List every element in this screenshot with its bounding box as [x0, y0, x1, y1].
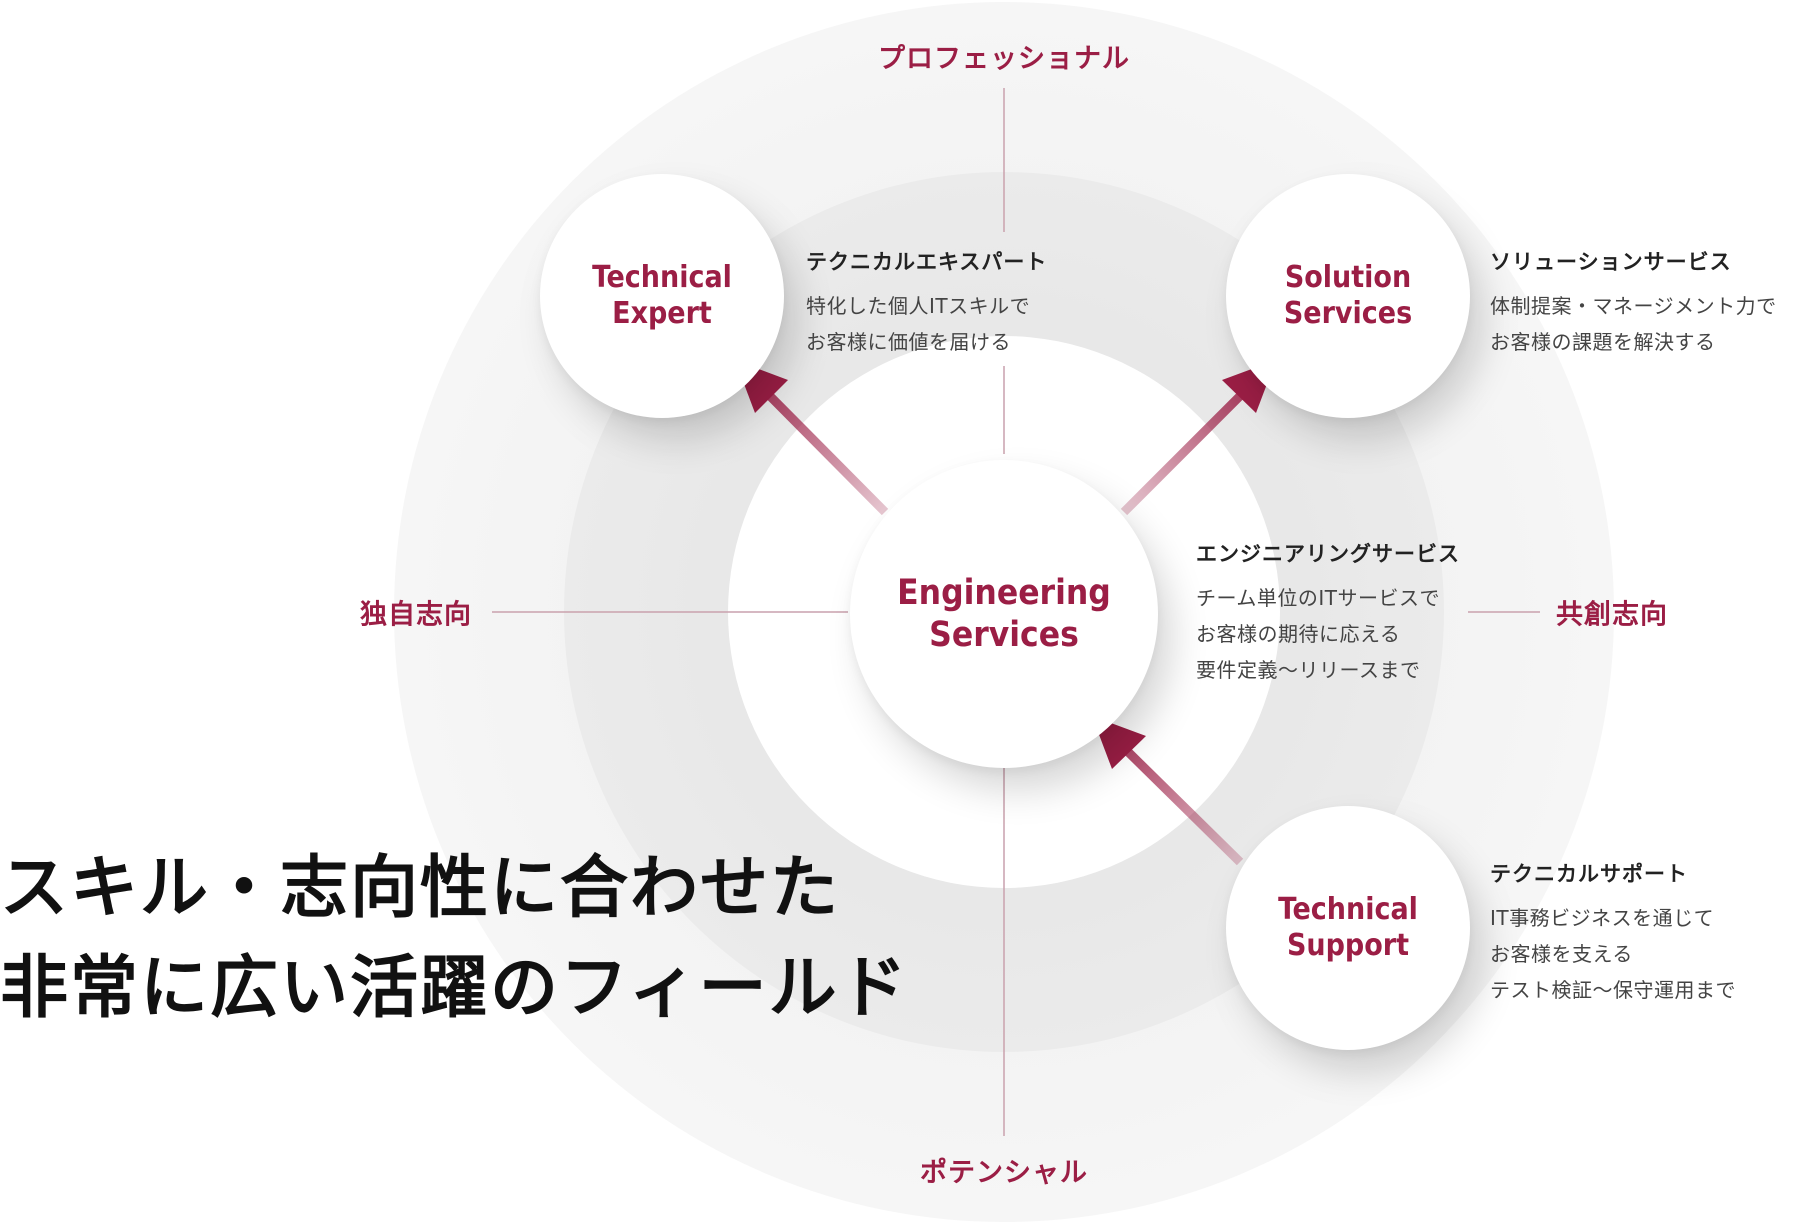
- desc-engineering-line-2: お客様の期待に応える: [1196, 622, 1401, 646]
- desc-engineering-title: エンジニアリングサービス: [1196, 542, 1460, 566]
- desc-solution-line-2: お客様の課題を解決する: [1490, 330, 1716, 354]
- desc-support-line-1: IT事務ビジネスを通じて: [1490, 906, 1715, 930]
- desc-support-line-3: テスト検証〜保守運用まで: [1490, 978, 1736, 1002]
- desc-technical-expert: テクニカルエキスパート 特化した個人ITスキルで お客様に価値を届ける: [806, 246, 1047, 360]
- headline-line-2: 非常に広い活躍のフィールド: [0, 948, 909, 1028]
- desc-technical-expert-title: テクニカルエキスパート: [806, 250, 1048, 274]
- desc-support-line-2: お客様を支える: [1490, 942, 1633, 966]
- desc-solution-line-1: 体制提案・マネージメント力で: [1490, 294, 1777, 318]
- node-support-title-1: Technical: [1278, 892, 1418, 927]
- desc-engineering-line-3: 要件定義〜リリースまで: [1196, 658, 1421, 682]
- axis-label-bottom: ポテンシャル: [920, 1157, 1088, 1189]
- headline: スキル・志向性に合わせた 非常に広い活躍のフィールド: [0, 838, 909, 1038]
- node-technical-expert-title-2: Expert: [612, 296, 712, 331]
- axis-label-top: プロフェッショナル: [878, 43, 1130, 75]
- node-solution-title-2: Services: [1283, 296, 1413, 331]
- desc-technical-expert-line-2: お客様に価値を届ける: [806, 330, 1011, 354]
- node-technical-expert-title-1: Technical: [592, 260, 732, 295]
- node-engineering-title-1: Engineering: [897, 573, 1111, 613]
- desc-technical-expert-line-1: 特化した個人ITスキルで: [806, 294, 1031, 318]
- node-technical-support: Technical Support: [1226, 806, 1470, 1050]
- node-technical-expert: Technical Expert: [540, 174, 784, 418]
- node-support-title-2: Support: [1286, 928, 1410, 963]
- node-engineering-services: Engineering Services: [850, 460, 1158, 768]
- headline-line-1: スキル・志向性に合わせた: [0, 848, 841, 928]
- desc-engineering-services: エンジニアリングサービス チーム単位のITサービスで お客様の期待に応える 要件…: [1196, 538, 1460, 688]
- desc-engineering-line-1: チーム単位のITサービスで: [1196, 586, 1441, 610]
- axis-label-left: 独自志向: [360, 599, 472, 631]
- node-solution-services: Solution Services: [1226, 174, 1470, 418]
- desc-solution-services: ソリューションサービス 体制提案・マネージメント力で お客様の課題を解決する: [1490, 246, 1777, 360]
- axis-label-right: 共創志向: [1556, 599, 1668, 631]
- desc-solution-title: ソリューションサービス: [1490, 250, 1732, 274]
- node-solution-title-1: Solution: [1284, 260, 1412, 295]
- node-engineering-title-2: Services: [929, 615, 1079, 655]
- desc-technical-support: テクニカルサポート IT事務ビジネスを通じて お客様を支える テスト検証〜保守運…: [1490, 858, 1736, 1008]
- desc-support-title: テクニカルサポート: [1490, 862, 1688, 886]
